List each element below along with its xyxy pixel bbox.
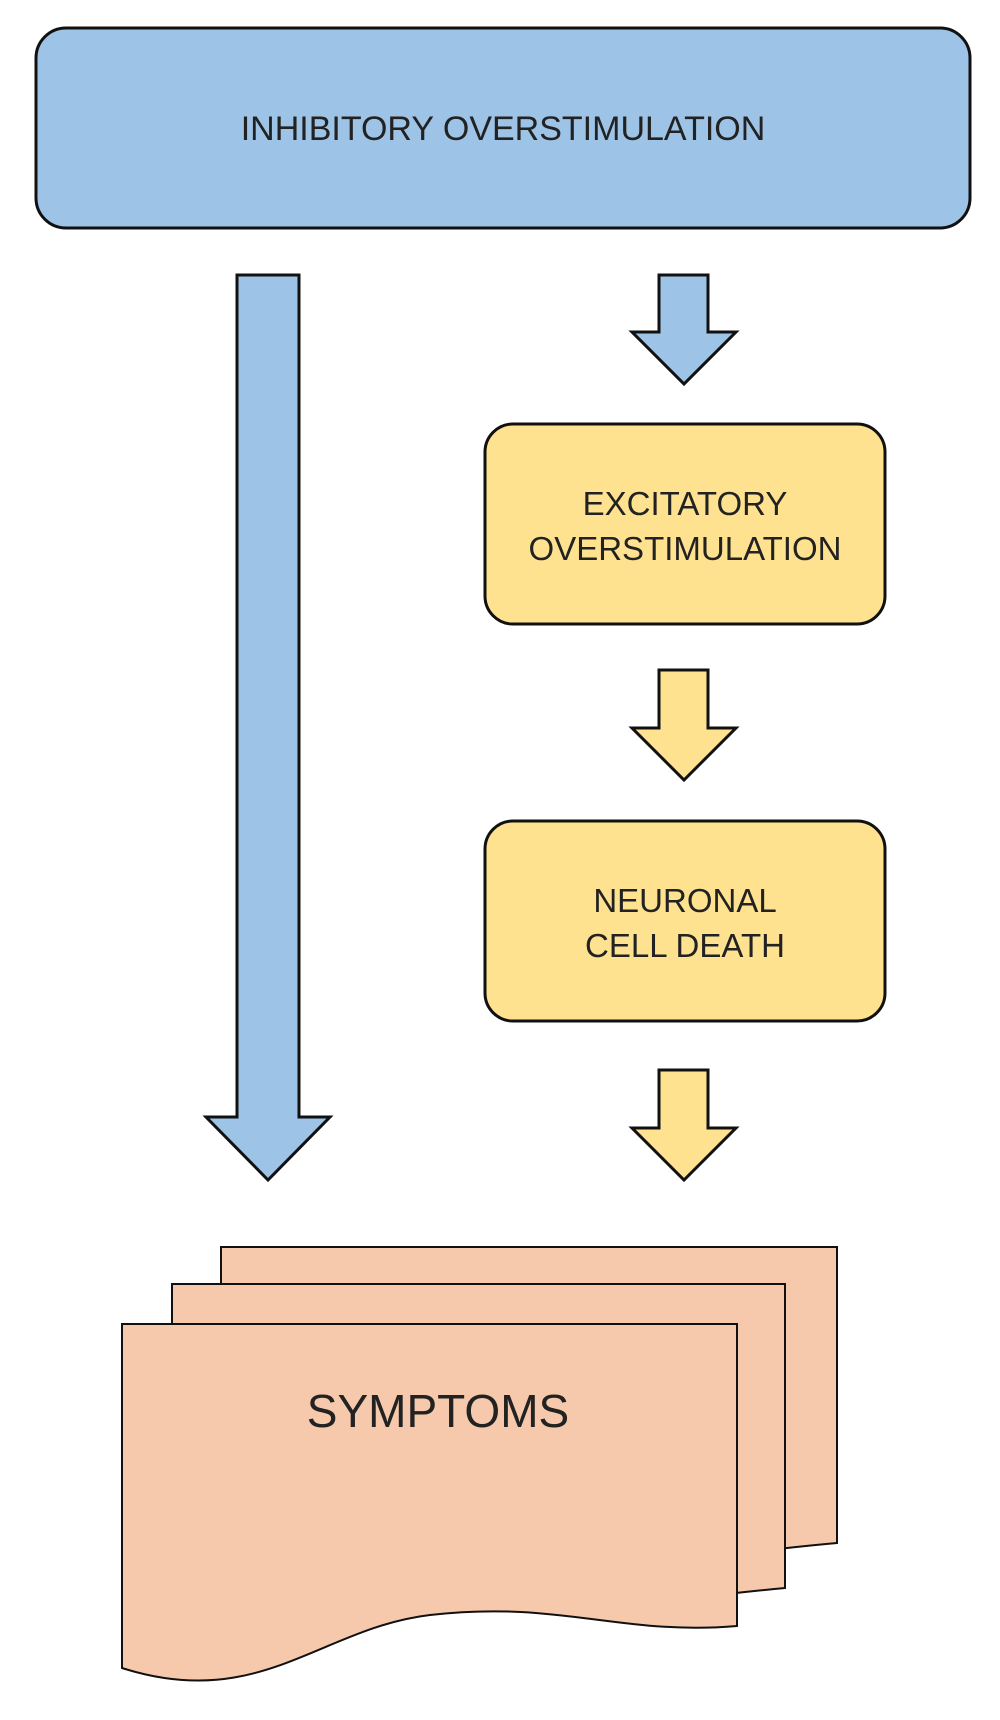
- symptoms-label: SYMPTOMS: [307, 1385, 569, 1437]
- neuronal-cell-death-line1: NEURONAL: [593, 882, 776, 919]
- excitatory-overstimulation-line1: EXCITATORY: [583, 485, 788, 522]
- inhibitory-overstimulation-box: [34, 26, 972, 230]
- short-blue-arrow: [628, 273, 740, 387]
- inhibitory-overstimulation-label: INHIBITORY OVERSTIMULATION: [241, 110, 766, 148]
- symptoms-document-front: [121, 1323, 738, 1682]
- neuronal-cell-death-box: [483, 819, 887, 1023]
- neuronal-cell-death-line2: CELL DEATH: [585, 927, 785, 964]
- yellow-arrow-2: [628, 1068, 740, 1183]
- long-blue-arrow: [202, 273, 334, 1183]
- excitatory-overstimulation-line2: OVERSTIMULATION: [529, 530, 842, 567]
- excitatory-overstimulation-box: [483, 422, 887, 626]
- yellow-arrow-1: [628, 668, 740, 783]
